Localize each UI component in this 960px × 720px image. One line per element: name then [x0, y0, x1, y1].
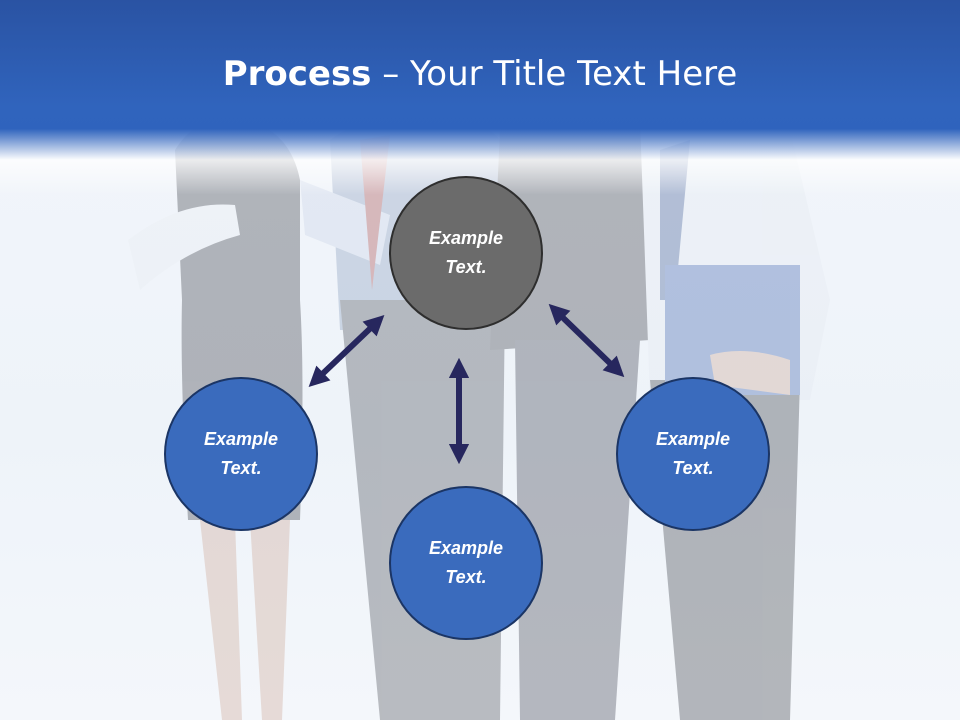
slide-title: Process – Your Title Text Here — [0, 50, 960, 98]
node-top-text: Example Text. — [428, 228, 504, 277]
arrow-top-left — [308, 314, 385, 388]
node-right: Example Text. — [616, 377, 770, 531]
node-right-text: Example Text. — [655, 429, 731, 478]
title-banner — [0, 0, 960, 195]
node-top: Example Text. — [389, 176, 543, 330]
title-rest: – Your Title Text Here — [371, 54, 738, 94]
node-left: Example Text. — [164, 377, 318, 531]
node-bottom-text: Example Text. — [428, 538, 504, 587]
arrow-top-right — [548, 303, 625, 378]
node-left-text: Example Text. — [203, 429, 279, 478]
node-bottom: Example Text. — [389, 486, 543, 640]
title-bold: Process — [222, 54, 372, 94]
